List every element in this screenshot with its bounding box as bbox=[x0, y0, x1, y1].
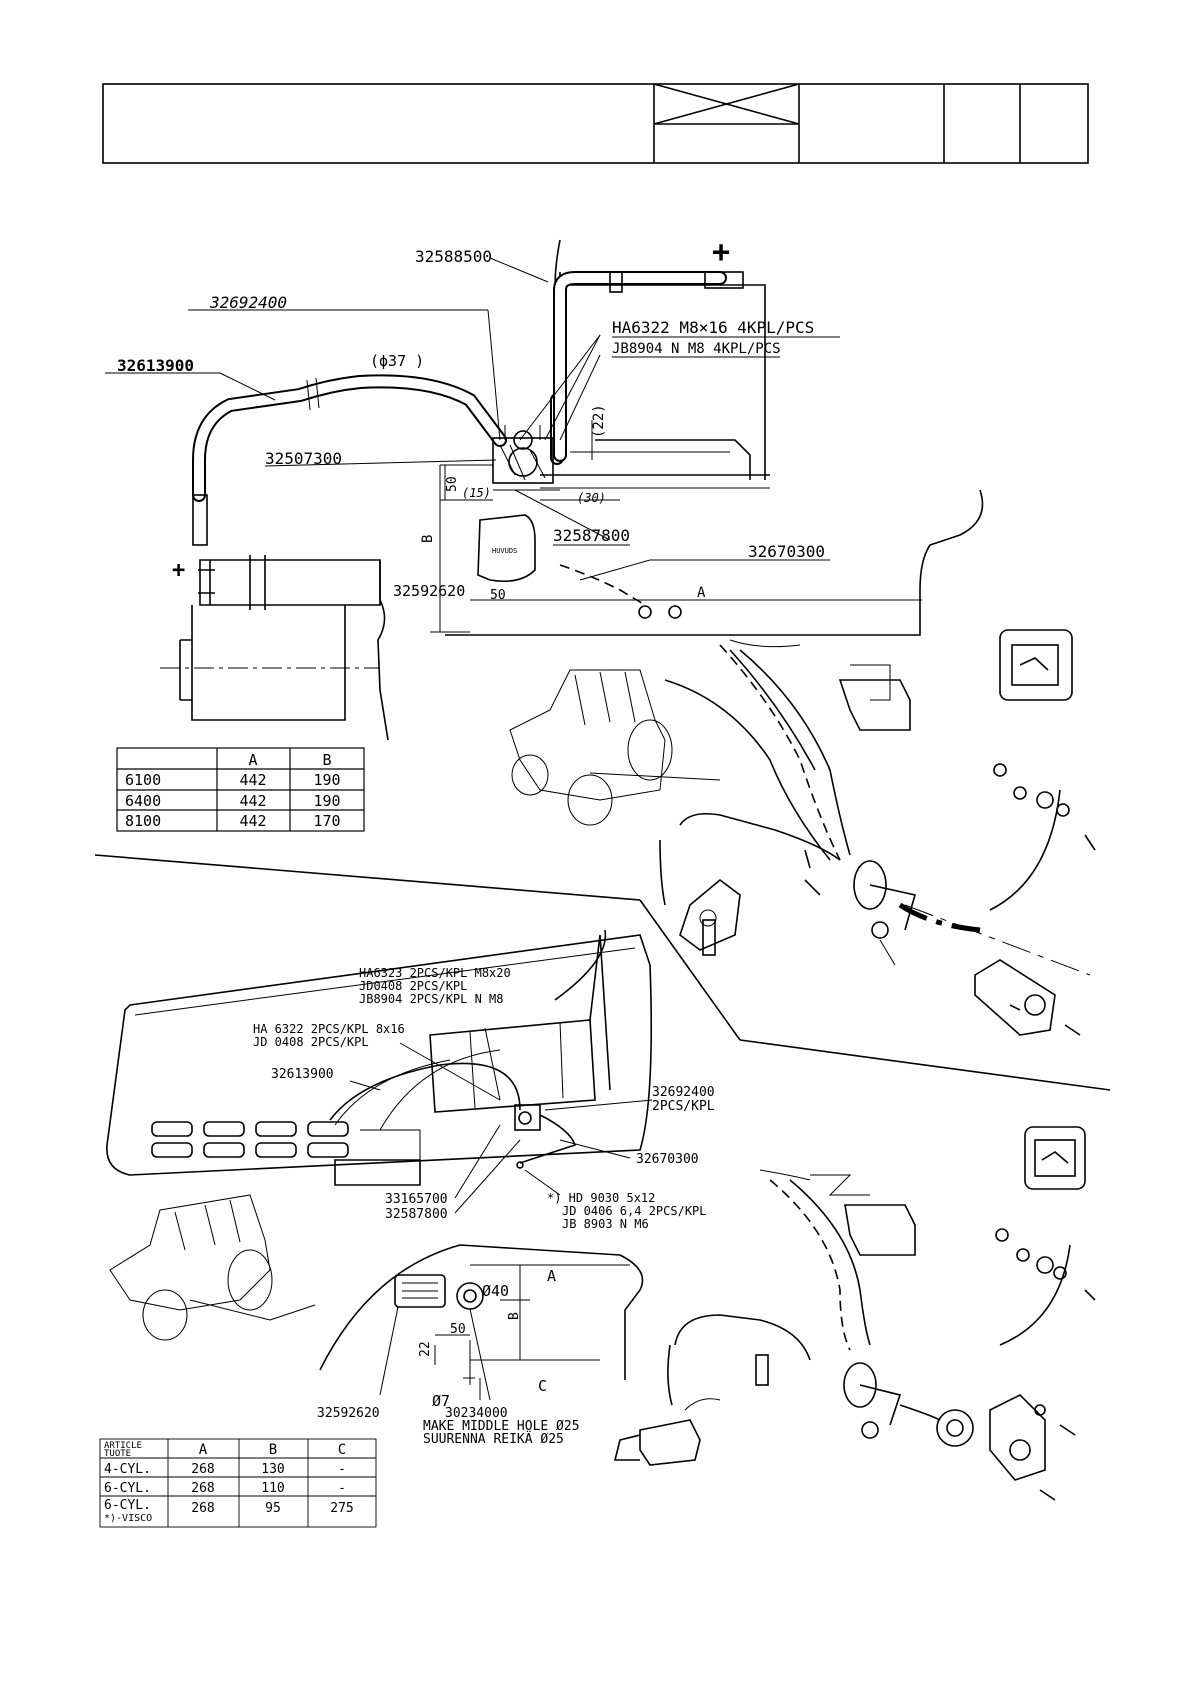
title-block bbox=[102, 83, 1089, 164]
label-dim-phi7: Ø7 bbox=[432, 1392, 450, 1410]
upper-table-cell: 6400 bbox=[125, 792, 161, 810]
lower-table-col-c: C bbox=[338, 1442, 346, 1458]
label-dim-B-upper: B bbox=[420, 535, 436, 543]
upper-table-cell: 8100 bbox=[125, 812, 161, 830]
label-spec3-line2: JD 0406 6,4 2PCS/KPL bbox=[562, 1204, 707, 1218]
label-nut-spec: JB8904 N M8 4KPL/PCS bbox=[612, 341, 781, 357]
lower-table-col-b: B bbox=[269, 1442, 277, 1458]
lower-dimension-table: ARTICLE TUOTE A B C 4-CYL. 268 130 - 6-C… bbox=[99, 1438, 377, 1528]
label-note-suurenna: SUURENNA REIKÄ Ø25 bbox=[423, 1431, 564, 1447]
label-dim-50-vertical: 50 bbox=[445, 476, 460, 492]
lower-table-cell: 130 bbox=[261, 1462, 284, 1477]
upper-table-cell: 442 bbox=[239, 771, 266, 789]
label-spec2-line2: JD 0408 2PCS/KPL bbox=[253, 1035, 369, 1049]
label-spec1-line3: JB8904 2PCS/KPL N M8 bbox=[359, 992, 504, 1006]
label-dim-30: (30) bbox=[577, 491, 606, 505]
label-dim-22-lower: 22 bbox=[418, 1341, 433, 1357]
battery-exploded-view-upper bbox=[659, 629, 1096, 1036]
label-dim-50-horizontal: 50 bbox=[490, 588, 506, 603]
label-sticker-32592620-upper: 32592620 bbox=[393, 582, 465, 600]
label-switch-32587800-upper: 32587800 bbox=[553, 526, 630, 545]
label-sticker-32592620-lower: 32592620 bbox=[317, 1406, 380, 1421]
label-dim-A-lower: A bbox=[547, 1267, 556, 1285]
lower-table-cell: 275 bbox=[330, 1501, 353, 1516]
label-switch-32587800-lower: 32587800 bbox=[385, 1207, 448, 1222]
upper-table-cell: 190 bbox=[313, 771, 340, 789]
label-starter-33165700: 33165700 bbox=[385, 1192, 448, 1207]
lower-diagram: HA6323 2PCS/KPL M8x20 JD0408 2PCS/KPL JB… bbox=[99, 929, 1096, 1528]
lower-table-cell: 95 bbox=[265, 1501, 281, 1516]
label-dim-22-upper: (22) bbox=[591, 404, 607, 438]
upper-table-cell: 190 bbox=[313, 792, 340, 810]
label-spec2-line1: HA 6322 2PCS/KPL 8x16 bbox=[253, 1022, 405, 1036]
label-dim-phi40: Ø40 bbox=[482, 1282, 509, 1300]
label-cable-32692400: 32692400 bbox=[209, 293, 287, 312]
sticker-text-upper: HUVUDS bbox=[492, 547, 517, 555]
label-spec1-line2: JD0408 2PCS/KPL bbox=[359, 979, 467, 993]
upper-table-cell: 170 bbox=[313, 812, 340, 830]
label-cable-32588500: 32588500 bbox=[415, 247, 492, 266]
lower-table-cell: 268 bbox=[191, 1462, 214, 1477]
label-spec3-line1: *) HD 9030 5x12 bbox=[547, 1191, 655, 1205]
label-ground-32670300-upper: 32670300 bbox=[748, 542, 825, 561]
label-grommet-30234000: 30234000 bbox=[445, 1406, 508, 1421]
upper-table-cell: 442 bbox=[239, 792, 266, 810]
lower-table-cell: 268 bbox=[191, 1481, 214, 1496]
tractor-illustration-lower bbox=[109, 1194, 316, 1341]
label-cable-32613900-lower: 32613900 bbox=[271, 1067, 334, 1082]
label-ground-32670300-lower: 32670300 bbox=[636, 1152, 699, 1167]
label-dim-15: (15) bbox=[462, 486, 491, 500]
lower-table-cell: 6-CYL. bbox=[104, 1481, 151, 1496]
label-dim-C: C bbox=[538, 1377, 547, 1395]
lower-table-cell: 6-CYL. bbox=[104, 1498, 151, 1513]
upper-dimension-table: A B 6100 442 190 6400 442 190 8100 442 1… bbox=[116, 747, 365, 832]
label-bolt-spec: HA6322 M8×16 4KPL/PCS bbox=[612, 318, 814, 337]
lower-table-col-a: A bbox=[199, 1442, 208, 1458]
lower-table-cell: - bbox=[338, 1481, 346, 1496]
upper-table-header-a: A bbox=[248, 751, 257, 769]
label-dim-A-upper: A bbox=[697, 585, 706, 601]
upper-diagram: + HUVUDS bbox=[105, 235, 1096, 1036]
lower-table-header-tuote: TUOTE bbox=[104, 1449, 131, 1459]
plus-sign-top: + bbox=[712, 235, 730, 270]
upper-table-cell: 442 bbox=[239, 812, 266, 830]
label-cable-32692400-lower: 32692400 bbox=[652, 1085, 715, 1100]
plus-sign-left: + bbox=[172, 558, 185, 583]
upper-table-cell: 6100 bbox=[125, 771, 161, 789]
label-diameter-37: (ϕ37 ) bbox=[370, 352, 424, 370]
vent-slots bbox=[151, 1121, 349, 1158]
battery-exploded-view-lower bbox=[613, 1126, 1096, 1501]
label-spec3-line3: JB 8903 N M6 bbox=[562, 1217, 649, 1231]
lower-table-cell: 268 bbox=[191, 1501, 214, 1516]
label-cable-32613900: 32613900 bbox=[117, 356, 194, 375]
lower-table-cell: 110 bbox=[261, 1481, 284, 1496]
label-bracket-32507300: 32507300 bbox=[265, 449, 342, 468]
lower-table-header-article: ARTICLE bbox=[104, 1441, 142, 1451]
lower-table-cell: - bbox=[338, 1462, 346, 1477]
label-dim-B-lower: B bbox=[507, 1312, 522, 1320]
lower-table-cell: *)-VISCO bbox=[104, 1513, 152, 1524]
label-qty-2pcs: 2PCS/KPL bbox=[652, 1099, 715, 1114]
lower-table-cell: 4-CYL. bbox=[104, 1462, 151, 1477]
label-note-make-hole: MAKE MIDDLE HOLE Ø25 bbox=[423, 1419, 580, 1434]
tractor-illustration-upper bbox=[509, 669, 721, 826]
label-spec1-line1: HA6323 2PCS/KPL M8x20 bbox=[359, 966, 511, 980]
label-dim-50-lower: 50 bbox=[450, 1322, 466, 1337]
cross-line-2 bbox=[653, 83, 800, 125]
upper-table-header-b: B bbox=[322, 751, 331, 769]
